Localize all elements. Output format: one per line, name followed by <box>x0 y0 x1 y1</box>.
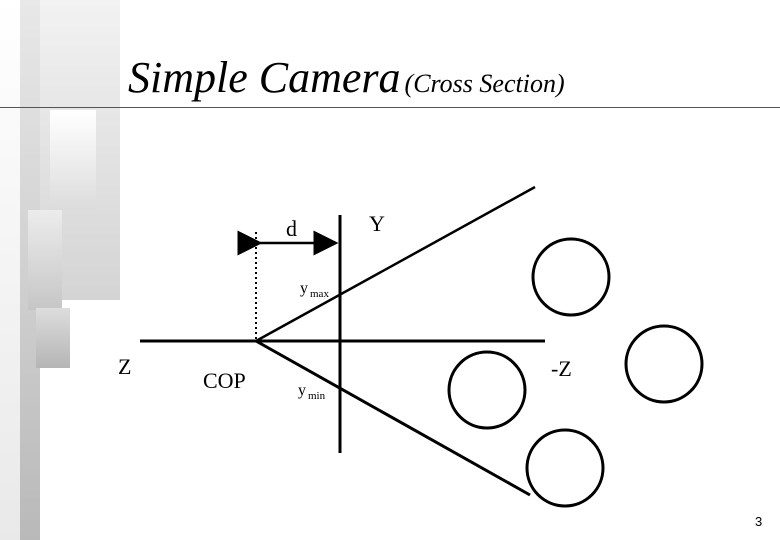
label-cop: COP <box>203 368 246 393</box>
decor-block-2 <box>50 110 96 210</box>
title-main: Simple Camera <box>128 53 401 102</box>
object-circle-2 <box>447 350 527 430</box>
title-rule <box>0 107 780 108</box>
label-z-axis: Z <box>118 354 131 379</box>
label-y-axis: Y <box>369 211 385 236</box>
object-circle-4 <box>624 324 704 404</box>
label-d: d <box>286 216 297 241</box>
label-ymin-base: y <box>298 382 306 399</box>
decor-block-4 <box>36 308 70 368</box>
object-circle-3 <box>525 428 605 508</box>
page-number: 3 <box>755 514 763 529</box>
label-ymax-sub: max <box>310 288 329 300</box>
label-neg-z: -Z <box>551 356 572 381</box>
object-circle-1 <box>531 237 611 317</box>
label-ymax-base: y <box>300 280 308 297</box>
label-ymin-sub: min <box>308 390 326 402</box>
decor-block-3 <box>28 210 62 310</box>
title-subtitle: (Cross Section) <box>404 69 565 98</box>
slide-title: Simple Camera (Cross Section) <box>128 52 565 103</box>
frustum-upper-edge <box>255 185 536 343</box>
frustum-lower-edge <box>255 339 531 497</box>
decor-bar-1 <box>0 0 20 540</box>
